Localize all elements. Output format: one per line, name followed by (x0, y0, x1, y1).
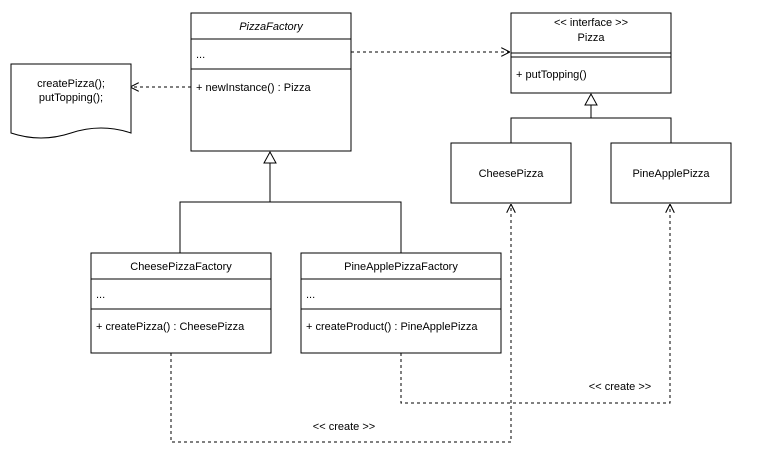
class-cheese-pizza[interactable]: CheesePizza (450, 142, 572, 204)
class-attributes: ... (96, 289, 105, 301)
create-label-right: << create >> (589, 381, 651, 393)
class-cheese-pizza-factory[interactable]: CheesePizzaFactory ... + createPizza() :… (90, 252, 272, 354)
class-pineapple-pizza-factory[interactable]: PineApplePizzaFactory ... + createProduc… (300, 252, 502, 354)
class-name: PineApplePizza (632, 168, 710, 180)
class-pizza-factory[interactable]: PizzaFactory ... + newInstance() : Pizza (190, 12, 352, 152)
class-attributes: ... (306, 289, 315, 301)
class-method: + createProduct() : PineApplePizza (306, 321, 478, 333)
create-cheese (170, 205, 511, 443)
create-pineapple (400, 205, 670, 404)
class-name: PineApplePizzaFactory (344, 261, 458, 273)
class-name: Pizza (578, 32, 606, 44)
class-pineapple-pizza[interactable]: PineApplePizza (610, 142, 732, 204)
class-attributes: ... (196, 49, 205, 61)
note-line-2: putTopping(); (39, 92, 103, 104)
class-name: PizzaFactory (239, 21, 304, 33)
class-name: CheesePizza (479, 168, 545, 180)
class-method: + newInstance() : Pizza (196, 82, 312, 94)
class-method: + putTopping() (516, 69, 587, 81)
create-label-bottom: << create >> (313, 421, 375, 433)
note-shape: createPizza(); putTopping(); (10, 63, 132, 139)
generalization-factory-head (263, 150, 277, 164)
class-name: CheesePizzaFactory (130, 261, 232, 273)
class-method: + createPizza() : CheesePizza (96, 321, 245, 333)
generalization-pizzas (510, 117, 672, 143)
class-pizza-interface[interactable]: << interface >> Pizza + putTopping() (510, 12, 672, 94)
generalization-pizza-head (584, 92, 598, 106)
class-stereotype: << interface >> (554, 17, 628, 29)
note-line-1: createPizza(); (37, 78, 105, 90)
generalization-factories (179, 201, 402, 253)
